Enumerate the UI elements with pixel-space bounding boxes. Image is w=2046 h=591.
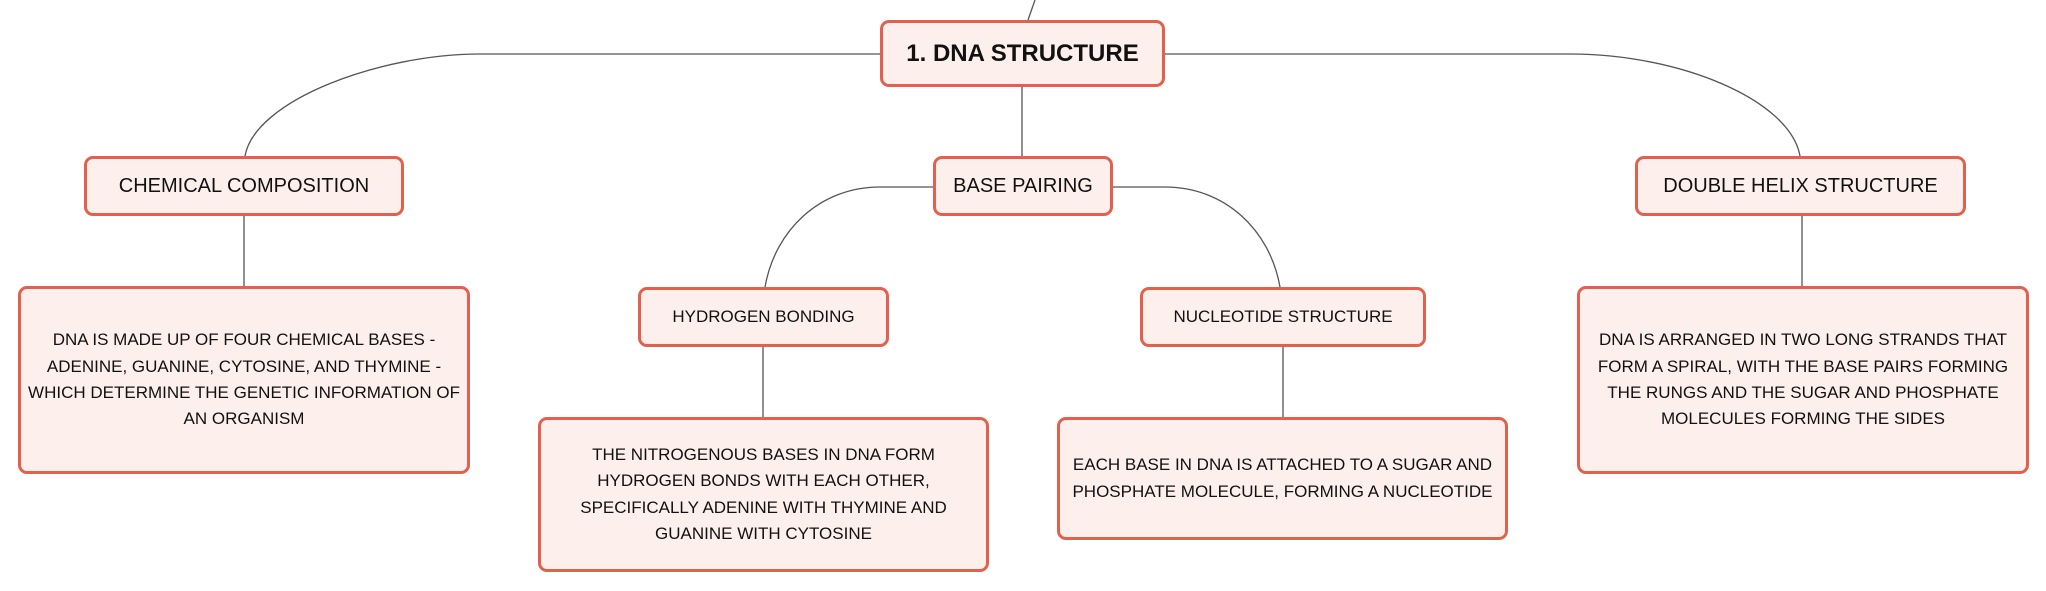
topic-label-base-pairing: BASE PAIRING <box>953 174 1093 197</box>
detail-node-chemical-composition[interactable]: DNA IS MADE UP OF FOUR CHEMICAL BASES - … <box>18 286 470 474</box>
topic-node-base-pairing[interactable]: BASE PAIRING <box>933 156 1113 216</box>
connector-parent-to-root <box>1027 0 1036 21</box>
connector-base-to-hydrogen <box>764 186 933 288</box>
detail-node-double-helix[interactable]: DNA IS ARRANGED IN TWO LONG STRANDS THAT… <box>1577 286 2029 474</box>
subtopic-node-nucleotide-structure[interactable]: NUCLEOTIDE STRUCTURE <box>1140 287 1426 347</box>
connector-base-to-nucleotide <box>1113 186 1281 288</box>
detail-text-hydrogen-bonding: THE NITROGENOUS BASES IN DNA FORM HYDROG… <box>580 444 947 543</box>
subtopic-node-hydrogen-bonding[interactable]: HYDROGEN BONDING <box>638 287 889 347</box>
root-topic-node[interactable]: 1. DNA STRUCTURE <box>880 20 1165 87</box>
topic-label-chemical-composition: CHEMICAL COMPOSITION <box>118 174 370 197</box>
topic-node-double-helix[interactable]: DOUBLE HELIX STRUCTURE <box>1635 156 1966 216</box>
subtopic-label-nucleotide-structure: NUCLEOTIDE STRUCTURE <box>1173 306 1393 326</box>
topic-node-chemical-composition[interactable]: CHEMICAL COMPOSITION <box>84 156 404 216</box>
connector-root-to-double-helix <box>1165 53 1801 157</box>
detail-text-chemical-composition: DNA IS MADE UP OF FOUR CHEMICAL BASES - … <box>28 330 460 429</box>
detail-node-hydrogen-bonding[interactable]: THE NITROGENOUS BASES IN DNA FORM HYDROG… <box>538 417 989 572</box>
detail-node-nucleotide-structure[interactable]: EACH BASE IN DNA IS ATTACHED TO A SUGAR … <box>1057 417 1508 540</box>
detail-text-nucleotide-structure: EACH BASE IN DNA IS ATTACHED TO A SUGAR … <box>1072 455 1493 501</box>
connector-root-to-chemical <box>244 53 880 157</box>
detail-text-double-helix: DNA IS ARRANGED IN TWO LONG STRANDS THAT… <box>1597 330 2009 429</box>
root-topic-label: 1. DNA STRUCTURE <box>906 39 1139 67</box>
subtopic-label-hydrogen-bonding: HYDROGEN BONDING <box>672 306 855 326</box>
topic-label-double-helix: DOUBLE HELIX STRUCTURE <box>1663 174 1938 197</box>
